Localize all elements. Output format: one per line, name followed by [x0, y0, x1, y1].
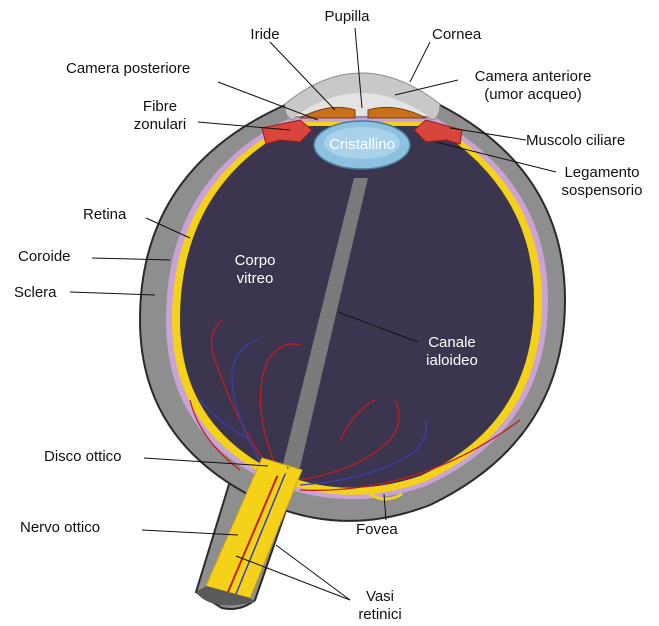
label-canale-line2: ialoideo	[412, 352, 492, 370]
label-vasi-line1: Vasi	[350, 588, 410, 606]
label-cornea: Cornea	[432, 26, 481, 44]
label-camera-anteriore-line2: (umor acqueo)	[458, 86, 608, 104]
label-legamento-line2: sospensorio	[552, 182, 652, 200]
label-canale-ialoideo: Canale ialoideo	[412, 334, 492, 370]
label-muscolo-ciliare: Muscolo ciliare	[526, 132, 625, 150]
label-fibre-zonulari-line1: Fibre	[125, 98, 195, 116]
label-legamento-line1: Legamento	[552, 164, 652, 182]
label-canale-line1: Canale	[412, 334, 492, 352]
label-coroide: Coroide	[18, 248, 71, 266]
label-legamento-sospensorio: Legamento sospensorio	[552, 164, 652, 200]
label-corpo-vitreo: Corpo vitreo	[225, 252, 285, 288]
label-fibre-zonulari: Fibre zonulari	[125, 98, 195, 134]
label-fovea: Fovea	[356, 521, 398, 539]
label-sclera: Sclera	[14, 284, 57, 302]
label-camera-anteriore: Camera anteriore (umor acqueo)	[458, 68, 608, 104]
label-disco-ottico: Disco ottico	[44, 448, 122, 466]
label-camera-anteriore-line1: Camera anteriore	[458, 68, 608, 86]
label-vasi-line2: retinici	[350, 606, 410, 624]
label-pupilla: Pupilla	[312, 8, 382, 26]
label-fibre-zonulari-line2: zonulari	[125, 116, 195, 134]
label-vasi-retinici: Vasi retinici	[350, 588, 410, 624]
label-iride: Iride	[240, 26, 290, 44]
label-camera-posteriore: Camera posteriore	[66, 60, 190, 78]
label-corpo-vitreo-line2: vitreo	[225, 270, 285, 288]
label-cristallino: Cristallino	[318, 136, 406, 154]
label-corpo-vitreo-line1: Corpo	[225, 252, 285, 270]
label-retina: Retina	[83, 206, 126, 224]
label-nervo-ottico: Nervo ottico	[20, 519, 100, 537]
